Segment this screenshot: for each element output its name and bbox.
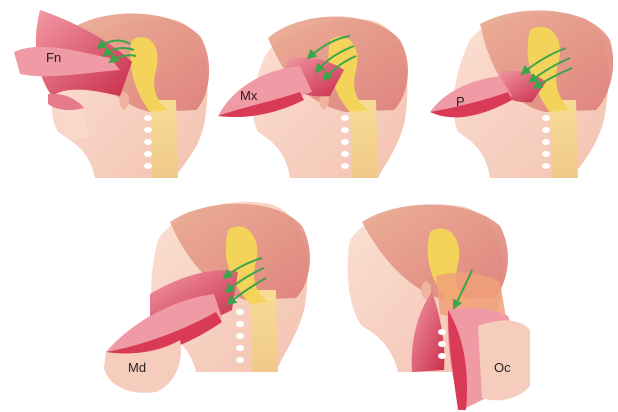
panel-palatal: P: [430, 10, 613, 178]
label-md: Md: [128, 360, 146, 375]
label-p: P: [456, 94, 465, 109]
label-fn: Fn: [46, 50, 61, 65]
label-oc: Oc: [494, 360, 511, 375]
spinal-cord: [350, 100, 378, 178]
spinal-cord: [150, 100, 178, 178]
vertebrae: [438, 329, 446, 359]
panel-frontonasal: Fn: [14, 10, 209, 178]
panel-occipital: Oc: [348, 204, 530, 410]
label-mx: Mx: [240, 88, 258, 103]
panel-mandibular: Md: [104, 202, 310, 393]
spinal-cord: [550, 100, 578, 178]
panel-maxillary: Mx: [218, 17, 408, 179]
